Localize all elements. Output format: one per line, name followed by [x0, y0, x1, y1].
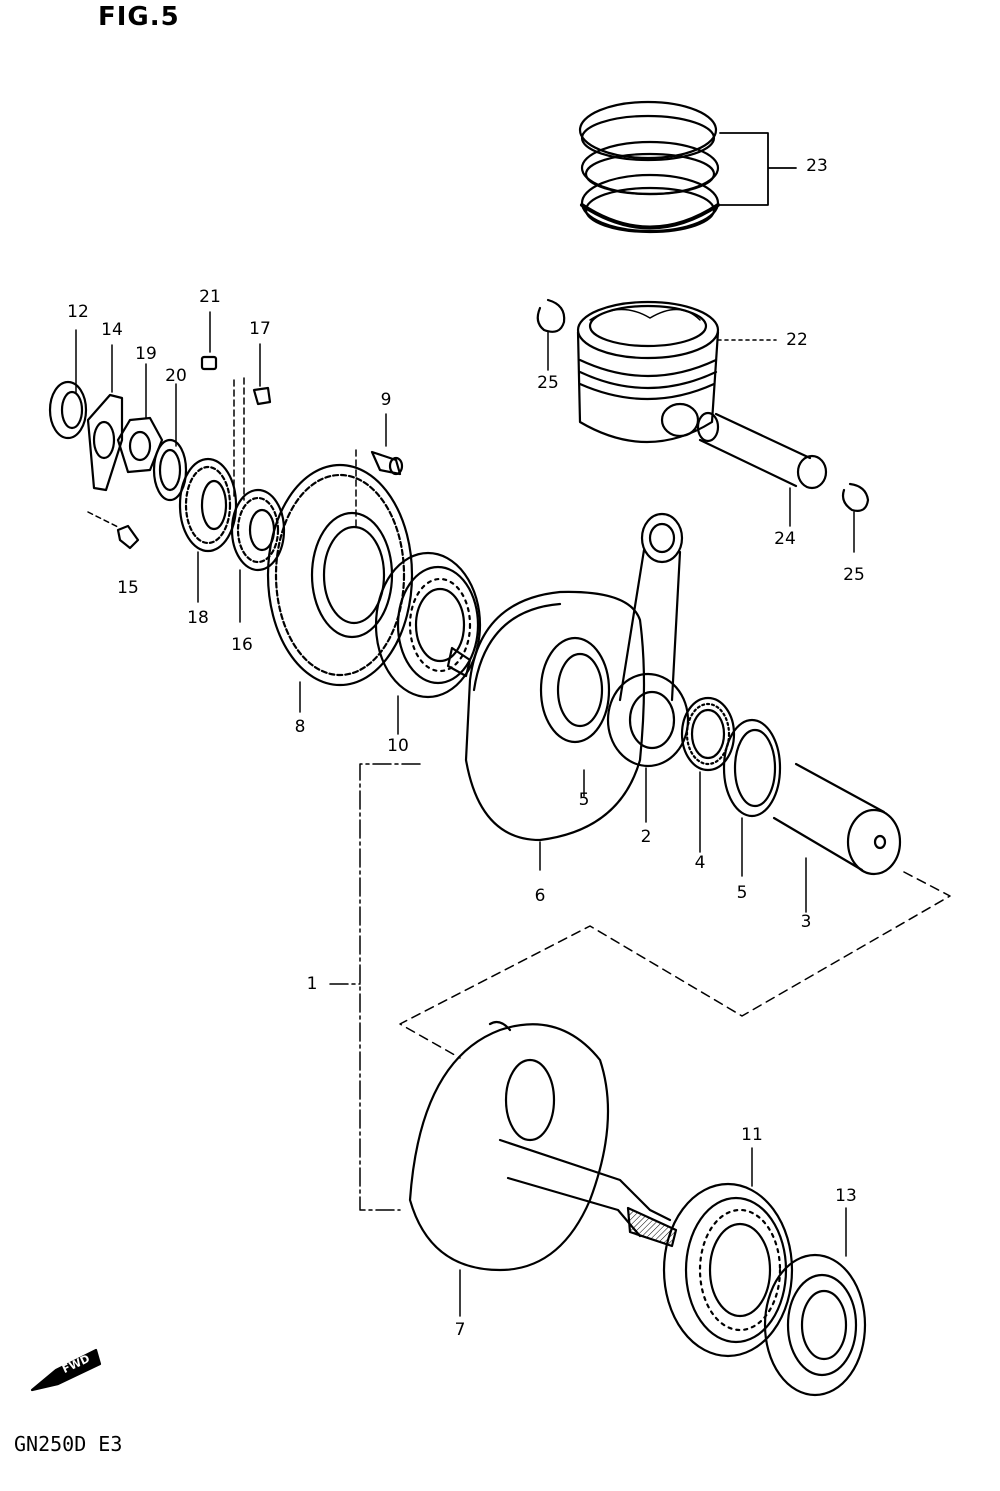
callout-17: 17 [249, 319, 271, 339]
oil-seal-12 [48, 380, 88, 440]
bracket-23 [719, 132, 797, 206]
assembly-dashed-line [399, 871, 951, 1059]
piston-rings [578, 100, 720, 234]
callout-11: 11 [741, 1125, 763, 1145]
callout-14: 14 [101, 320, 123, 340]
callout-6: 6 [534, 886, 546, 906]
nut-19 [116, 416, 164, 474]
key-17 [252, 386, 272, 406]
callout-25-left: 25 [537, 373, 559, 393]
washer-5 [722, 718, 782, 818]
callout-18: 18 [187, 608, 209, 628]
callout-5-left: 5 [578, 790, 590, 810]
circlip-left [536, 298, 566, 333]
pin-9 [370, 450, 404, 476]
bearing-11 [662, 1182, 794, 1358]
connecting-rod [606, 512, 690, 768]
model-code: GN250D E3 [14, 1432, 123, 1456]
callout-16: 16 [231, 635, 253, 655]
callout-20: 20 [165, 366, 187, 386]
key-21 [200, 355, 218, 371]
callout-21: 21 [199, 287, 221, 307]
crank-pin-3 [772, 762, 902, 876]
fwd-arrow-icon [30, 1348, 102, 1392]
callout-19: 19 [135, 344, 157, 364]
gear-8 [266, 463, 414, 687]
callout-8: 8 [294, 717, 306, 737]
piston [576, 300, 720, 443]
plate-14 [86, 393, 124, 492]
callout-2: 2 [640, 827, 652, 847]
washer-20 [152, 438, 188, 502]
bolt-15 [116, 524, 140, 550]
callout-4: 4 [694, 853, 706, 873]
callout-13: 13 [835, 1186, 857, 1206]
callout-3: 3 [800, 912, 812, 932]
callout-5-right: 5 [736, 883, 748, 903]
callout-9: 9 [380, 390, 392, 410]
bracket-1 [329, 763, 421, 1211]
figure-title: FIG.5 [98, 2, 180, 32]
callout-24: 24 [774, 529, 796, 549]
callout-7: 7 [454, 1320, 466, 1340]
callout-12: 12 [67, 302, 89, 322]
callout-10: 10 [387, 736, 409, 756]
gear-18 [178, 457, 238, 553]
needle-bearing-4 [680, 696, 736, 772]
callout-22: 22 [786, 330, 808, 350]
circlip-right [841, 482, 870, 512]
piston-pin [696, 411, 828, 490]
oil-seal-13 [763, 1253, 867, 1397]
crank-half-7 [408, 1020, 678, 1272]
bearing-10 [374, 551, 482, 699]
callout-1: 1 [306, 974, 318, 994]
callout-25-right: 25 [843, 565, 865, 585]
crank-half-6 [446, 590, 646, 842]
callout-23: 23 [806, 156, 828, 176]
callout-15: 15 [117, 578, 139, 598]
